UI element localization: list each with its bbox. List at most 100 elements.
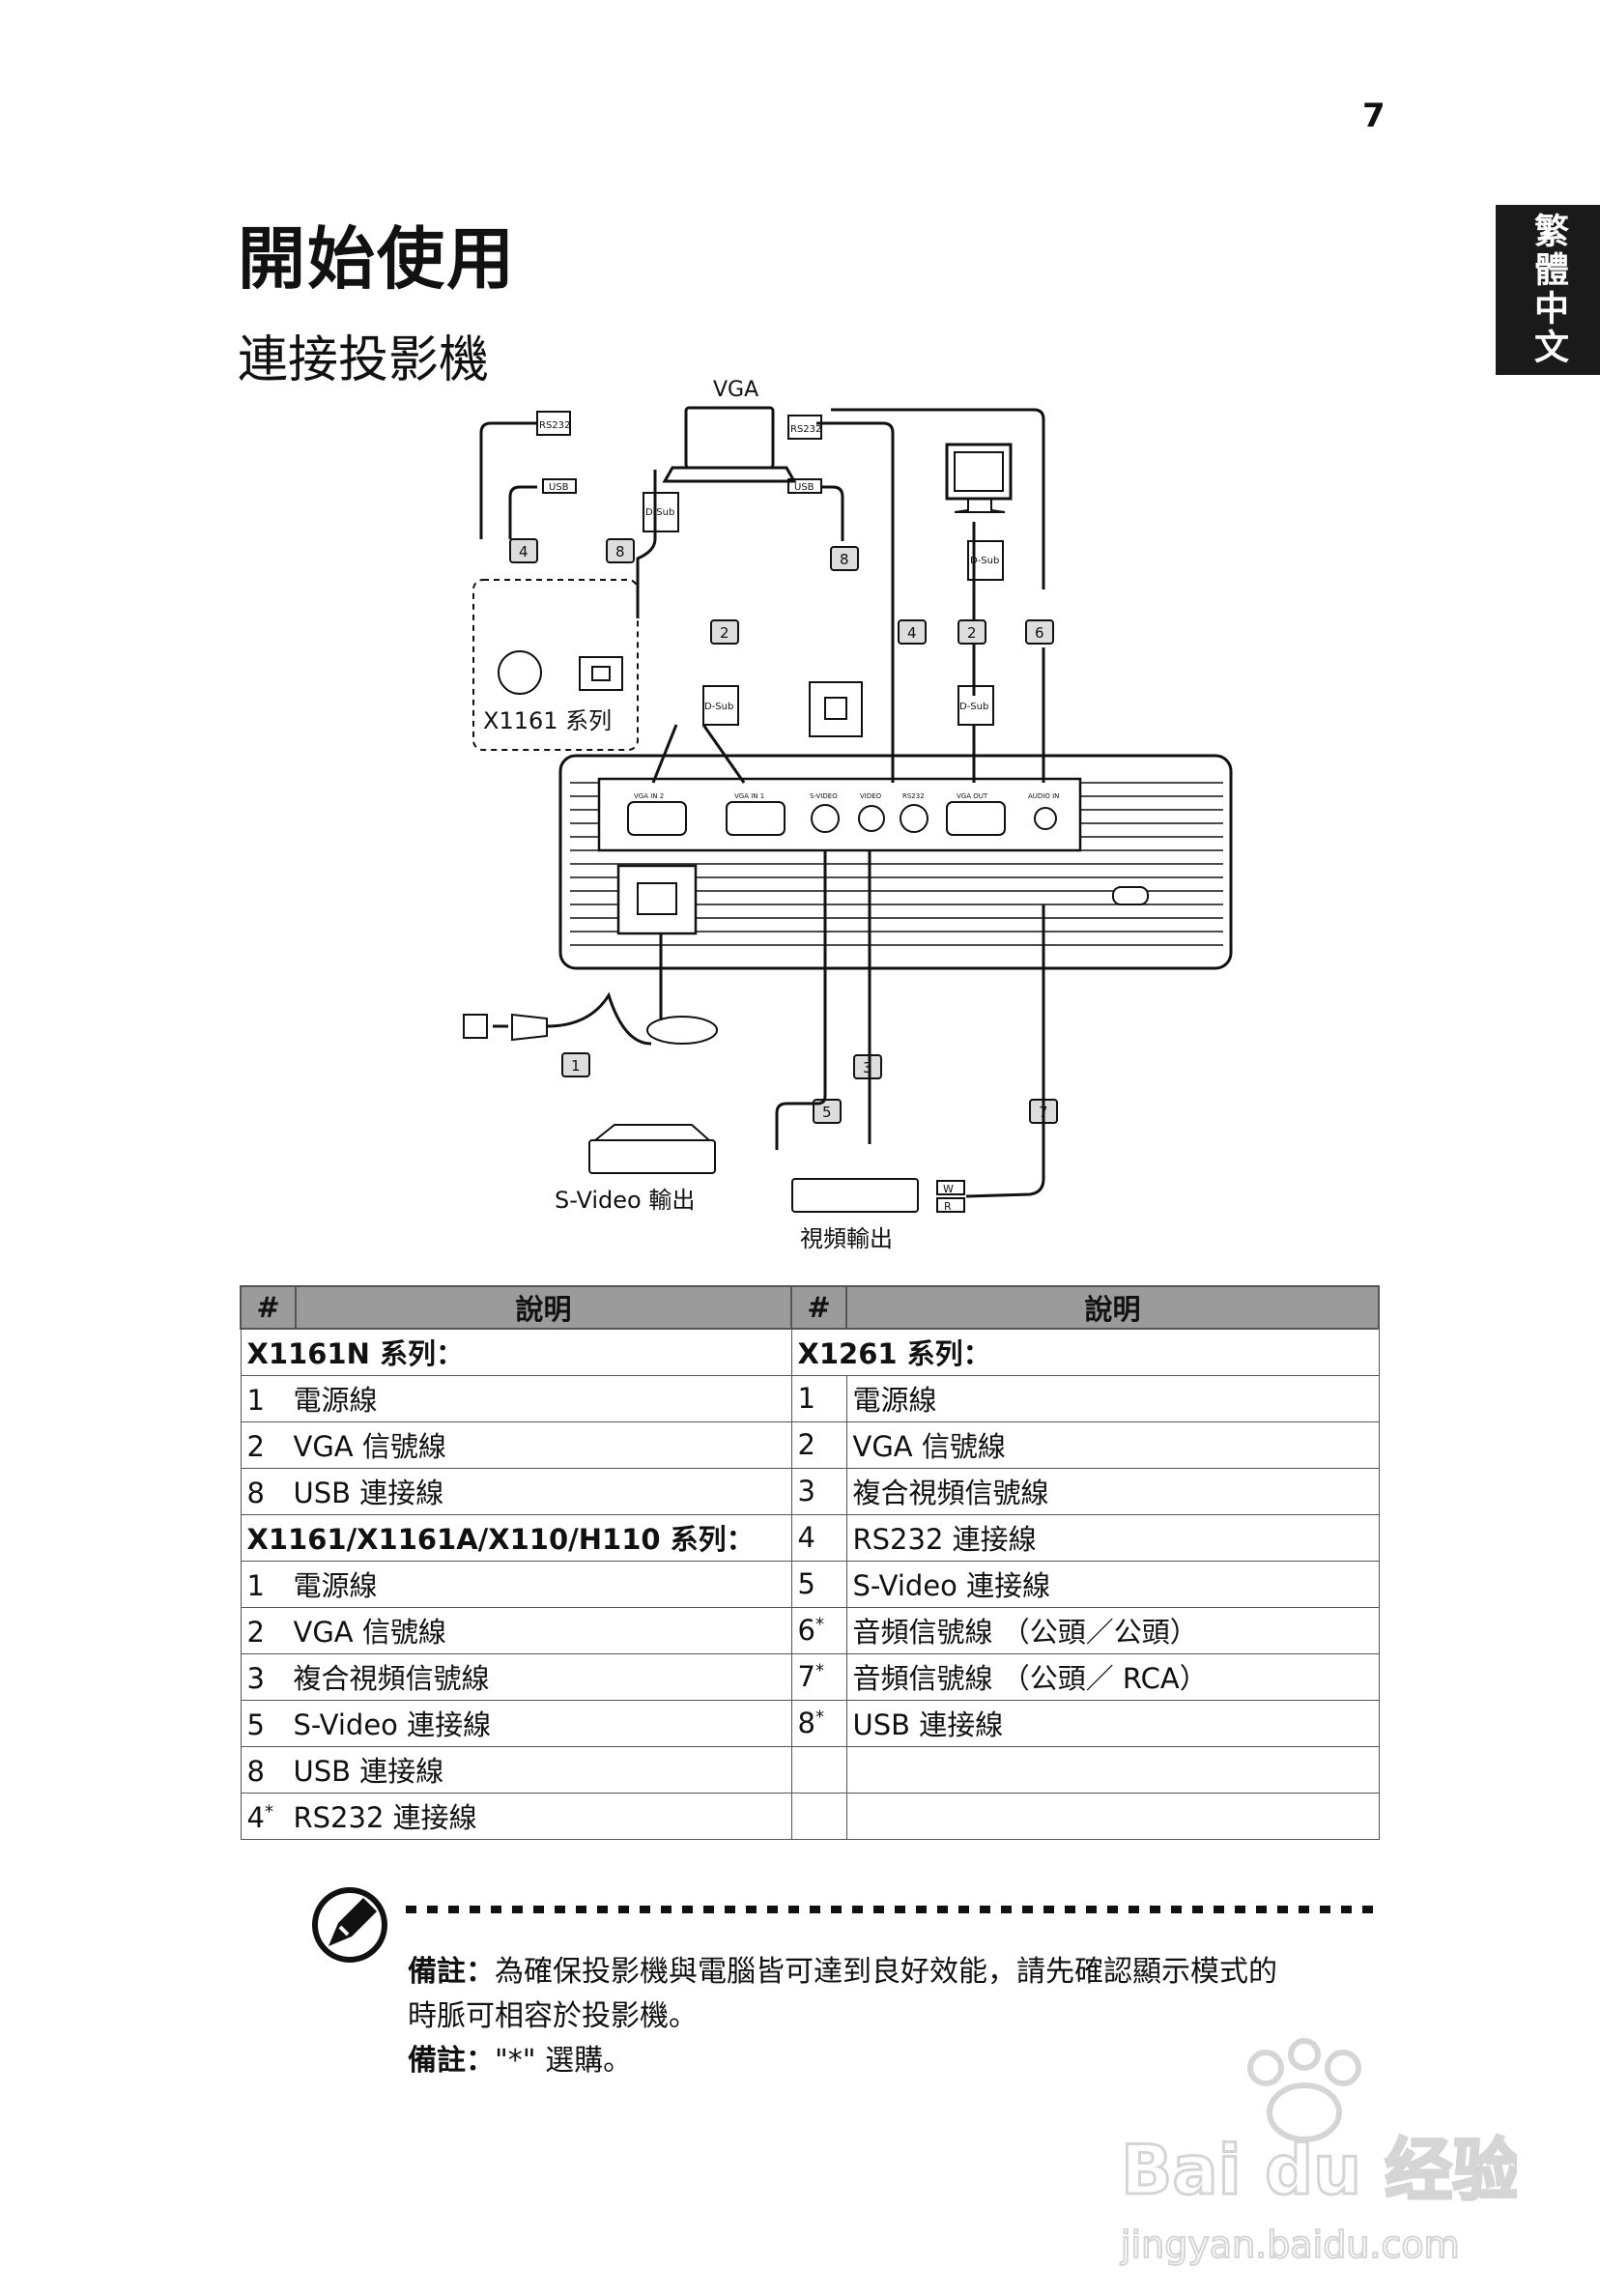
row-desc: 電源線 bbox=[293, 1384, 378, 1417]
rca-r-label: R bbox=[944, 1200, 952, 1213]
table-header-row: # 說明 # 說明 bbox=[240, 1285, 1380, 1330]
row-desc: RS232 連接線 bbox=[293, 1801, 477, 1834]
row-num: 5 bbox=[790, 1560, 847, 1608]
row-desc: USB 連接線 bbox=[293, 1755, 444, 1788]
row-num: 4 bbox=[790, 1513, 847, 1562]
page-number: 7 bbox=[1362, 97, 1386, 135]
row-desc: VGA 信號線 bbox=[845, 1421, 1380, 1469]
port-audio-in: AUDIO IN bbox=[1028, 792, 1059, 800]
language-tab-label: 繁體中文 bbox=[1529, 213, 1568, 367]
section-x1261: X1261 系列： bbox=[790, 1328, 1380, 1376]
usb-label-left: USB bbox=[549, 482, 569, 493]
connection-diagram: VGA RS232 USB RS232 USB D-Sub D-Sub 4 bbox=[463, 378, 1233, 1252]
optional-star: * bbox=[264, 1801, 273, 1822]
section-x1161: X1161/X1161A/X110/H110 系列： bbox=[240, 1513, 792, 1562]
row-desc: VGA 信號線 bbox=[293, 1430, 446, 1463]
tag-5: 5 bbox=[822, 1104, 832, 1121]
header-desc-right: 說明 bbox=[845, 1285, 1380, 1330]
port-vga-out: VGA OUT bbox=[957, 792, 988, 800]
optional-star: * bbox=[814, 1707, 824, 1728]
row-desc: 複合視頻信號線 bbox=[845, 1467, 1380, 1515]
dsub-label-monitor: D-Sub bbox=[970, 556, 999, 566]
row-num: 8 bbox=[246, 1755, 265, 1788]
watermark-brand: Bai du 经验 bbox=[1121, 2131, 1517, 2210]
row-num-starred: 6* bbox=[790, 1606, 847, 1654]
row-desc: RS232 連接線 bbox=[845, 1513, 1380, 1562]
row-num: 4 bbox=[246, 1801, 265, 1834]
tag-4-right: 4 bbox=[907, 624, 917, 642]
note-text: 為確保投影機與電腦皆可達到良好效能，請先確認顯示模式的 bbox=[495, 1955, 1277, 1989]
optional-star: * bbox=[814, 1660, 824, 1681]
svideo-output-label: S-Video 輸出 bbox=[555, 1187, 695, 1214]
row-desc: 複合視頻信號線 bbox=[293, 1662, 490, 1695]
rs232-label-left: RS232 bbox=[539, 420, 570, 431]
laptop-icon bbox=[662, 406, 797, 483]
projector-icon bbox=[558, 754, 1233, 970]
row-desc: 電源線 bbox=[845, 1374, 1380, 1422]
tag-2-center: 2 bbox=[720, 624, 729, 642]
rca-w-label: W bbox=[943, 1183, 954, 1195]
note-label: 備註： bbox=[408, 2044, 495, 2078]
row-num: 1 bbox=[246, 1569, 265, 1602]
table-row: 3 複合視頻信號線 7* 音頻信號線 （公頭／ RCA） bbox=[240, 1652, 1380, 1701]
row-num-starred: 7* bbox=[790, 1652, 847, 1701]
dsub-label-top: D-Sub bbox=[645, 507, 674, 518]
tag-8-right: 8 bbox=[840, 551, 849, 568]
row-num: 2 bbox=[790, 1421, 847, 1469]
note-pen-icon bbox=[312, 1887, 387, 1963]
row-desc: USB 連接線 bbox=[293, 1477, 444, 1509]
tag-6: 6 bbox=[1035, 624, 1044, 642]
table-row: X1161N 系列： X1261 系列： bbox=[240, 1328, 1380, 1376]
port-rs232: RS232 bbox=[902, 792, 925, 800]
section-x1161n: X1161N 系列： bbox=[240, 1328, 792, 1376]
empty-cell bbox=[790, 1792, 847, 1840]
port-vga-in1: VGA IN 1 bbox=[734, 792, 764, 800]
port-svideo: S-VIDEO bbox=[810, 792, 838, 800]
x1161-series-label: X1161 系列 bbox=[483, 707, 612, 734]
cell-left: 1 電源線 bbox=[240, 1374, 792, 1422]
row-num: 8 bbox=[797, 1707, 815, 1739]
table-row: 5 S-Video 連接線 8* USB 連接線 bbox=[240, 1699, 1380, 1747]
vga-label: VGA bbox=[713, 378, 758, 402]
row-num: 3 bbox=[246, 1662, 265, 1695]
dsub-label-mid-right: D-Sub bbox=[959, 702, 988, 712]
row-num: 1 bbox=[246, 1384, 265, 1417]
row-num: 5 bbox=[246, 1708, 265, 1741]
row-num: 2 bbox=[246, 1430, 265, 1463]
tag-4-left: 4 bbox=[519, 543, 529, 560]
usb-label-right: USB bbox=[794, 482, 814, 493]
row-num: 7 bbox=[797, 1660, 815, 1693]
note-block: 備註： 為確保投影機與電腦皆可達到良好效能，請先確認顯示模式的 時脈可相容於投影機… bbox=[408, 1950, 1277, 2083]
page-title: 開始使用 bbox=[238, 219, 516, 299]
empty-cell bbox=[845, 1792, 1380, 1840]
cell-left: 3 複合視頻信號線 bbox=[240, 1652, 792, 1701]
tag-8-left: 8 bbox=[615, 543, 625, 560]
row-num: 6 bbox=[797, 1614, 815, 1647]
row-desc: 音頻信號線 （公頭／ RCA） bbox=[845, 1652, 1380, 1701]
row-desc: S-Video 連接線 bbox=[293, 1708, 492, 1741]
cell-left: 4* RS232 連接線 bbox=[240, 1792, 792, 1840]
row-desc: S-Video 連接線 bbox=[845, 1560, 1380, 1608]
dsub-label-mid: D-Sub bbox=[704, 702, 733, 712]
note-line-3: 備註："*" 選購。 bbox=[408, 2039, 1277, 2083]
row-desc: VGA 信號線 bbox=[293, 1616, 446, 1649]
note-text: "*" 選購。 bbox=[495, 2044, 633, 2078]
row-num: 2 bbox=[246, 1616, 265, 1649]
rs232-label-right: RS232 bbox=[790, 424, 821, 435]
cell-left: 2 VGA 信號線 bbox=[240, 1606, 792, 1654]
optional-star: * bbox=[814, 1614, 824, 1635]
language-tab: 繁體中文 bbox=[1496, 205, 1600, 375]
tag-3: 3 bbox=[863, 1059, 872, 1076]
cell-left: 5 S-Video 連接線 bbox=[240, 1699, 792, 1747]
row-desc: 音頻信號線 （公頭／公頭） bbox=[845, 1606, 1380, 1654]
note-line-2: 時脈可相容於投影機。 bbox=[408, 1999, 698, 2033]
section-title: 連接投影機 bbox=[238, 331, 490, 389]
row-desc: USB 連接線 bbox=[845, 1699, 1380, 1747]
table-row: X1161/X1161A/X110/H110 系列： 4 RS232 連接線 bbox=[240, 1513, 1380, 1562]
tag-2-right: 2 bbox=[967, 624, 977, 642]
